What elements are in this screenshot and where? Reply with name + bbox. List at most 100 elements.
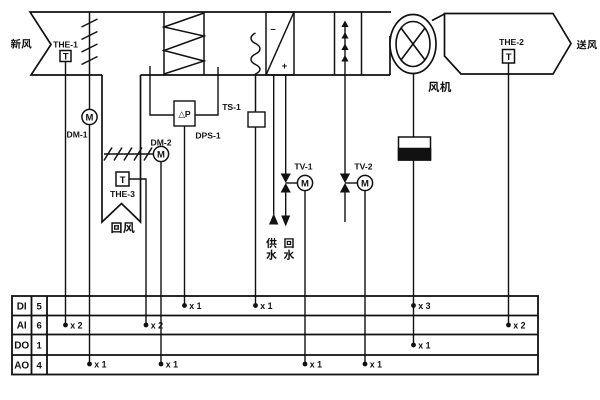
io-row-type: AO	[14, 360, 29, 371]
dps1-box	[173, 100, 196, 127]
the3-symbol: T	[120, 175, 126, 186]
io-point-count: x 2	[513, 320, 525, 330]
tv1-label: TV-1	[294, 162, 312, 172]
dps1-tap-left	[149, 66, 174, 116]
coil-box	[265, 11, 295, 76]
fan-housing-top-link	[431, 13, 445, 22]
dps1-pressure-switch	[149, 66, 219, 127]
io-point-di-fan: x 3	[411, 301, 431, 311]
dm1-label: DM-1	[66, 130, 87, 140]
io-point-dot	[63, 322, 68, 328]
io-point-ai-the3: x 2	[143, 320, 163, 330]
dm2-label: DM-2	[150, 137, 171, 147]
io-point-count: x 1	[310, 359, 322, 369]
io-point-ai-the1: x 2	[63, 320, 83, 330]
io-table-col-lines	[30, 296, 48, 375]
io-point-count: x 1	[370, 359, 382, 369]
flow-arrows	[269, 213, 291, 227]
io-row-count: 6	[37, 321, 42, 332]
dm1-motor	[81, 108, 98, 126]
io-point-dot	[143, 322, 149, 328]
fan-switch-fill	[397, 147, 432, 161]
io-point-dot	[302, 361, 308, 367]
io-point-dot	[506, 322, 511, 328]
io-row-count: 1	[37, 340, 43, 351]
the1-box	[59, 49, 72, 63]
io-point-ao-tv1: x 1	[302, 359, 322, 369]
dps1-label: DPS-1	[195, 131, 221, 141]
the3-signal-line	[129, 178, 147, 325]
dps1-tap-right	[195, 67, 219, 116]
io-point-ai-the2: x 2	[506, 320, 526, 330]
valve-body-icon	[280, 173, 291, 183]
io-point-dot	[411, 303, 416, 308]
the2-label: THE-2	[499, 37, 524, 47]
io-point-count: x 2	[151, 320, 163, 330]
humidifier-section	[333, 12, 363, 75]
signal-lines	[64, 61, 510, 364]
return-air-duct	[101, 75, 142, 225]
io-point-count: x 1	[418, 340, 430, 350]
coil-plus-symbol: +	[282, 61, 288, 72]
fresh-air-damper	[81, 12, 98, 75]
duct-right-outline	[443, 12, 572, 75]
io-row-type: AI	[17, 321, 27, 332]
io-row-count: 4	[37, 360, 43, 371]
io-point-dot	[253, 303, 258, 308]
tv2-motor	[356, 174, 374, 192]
fan-status-switch	[397, 136, 432, 161]
damper-hatches	[103, 147, 153, 161]
io-point-di-ts1: x 1	[253, 301, 273, 311]
io-point-count: x 1	[94, 359, 106, 369]
io-table-row-lines	[12, 314, 538, 356]
fan-impeller-cross	[400, 27, 426, 61]
io-row-count: 5	[37, 301, 43, 312]
io-point-count: x 1	[189, 301, 201, 311]
io-point-ao-dm2: x 1	[158, 359, 178, 369]
tv1-motor	[296, 174, 314, 192]
ts1-label: TS-1	[222, 102, 241, 112]
supply-duct-right	[443, 12, 572, 75]
the1-sensor: THE-1 T	[53, 40, 78, 63]
supply-water-label	[266, 237, 277, 260]
supply-duct-left	[28, 11, 391, 76]
return-air-damper	[103, 147, 154, 161]
supply-air-label	[576, 39, 598, 50]
dm1-motor-symbol: M	[86, 112, 94, 123]
return-air-label	[111, 222, 135, 234]
the3-sensor: T THE-3	[110, 171, 135, 199]
return-duct-outline	[101, 75, 142, 225]
io-point-ao-dm1: x 1	[87, 359, 107, 369]
tv2-motor-symbol: M	[361, 178, 369, 189]
filter-zigzag	[161, 12, 207, 75]
io-point-count: x 1	[260, 301, 272, 311]
dm2-actuator: DM-2 M	[150, 137, 172, 163]
io-table	[11, 295, 539, 376]
tv1-actuator: TV-1 M	[294, 162, 314, 192]
duct-left-outline	[28, 11, 391, 76]
the2-symbol: T	[506, 52, 512, 63]
io-point-dot	[362, 361, 368, 367]
io-row-type: DO	[14, 340, 29, 351]
io-point-do-fan: x 1	[411, 340, 431, 350]
valve-body-icon	[280, 183, 291, 193]
the1-label: THE-1	[53, 40, 78, 50]
coil-diagonal	[265, 11, 295, 76]
dm2-motor	[152, 145, 170, 163]
supply-fan	[389, 13, 445, 137]
the2-box	[501, 48, 516, 64]
tv2-label: TV-2	[354, 162, 372, 172]
the3-label: THE-3	[110, 189, 135, 199]
return-water-label	[283, 238, 295, 260]
io-point-count: x 3	[418, 301, 430, 311]
coil-section	[250, 11, 295, 112]
fan-impeller	[395, 20, 431, 68]
the1-symbol: T	[63, 52, 69, 63]
io-point-di-dps1: x 1	[182, 301, 202, 311]
dm1-actuator: M DM-1	[66, 108, 98, 140]
io-point-count: x 1	[166, 359, 178, 369]
valve-body-icon	[339, 173, 351, 183]
io-point-dot	[411, 342, 416, 348]
dm2-motor-symbol: M	[157, 149, 165, 160]
